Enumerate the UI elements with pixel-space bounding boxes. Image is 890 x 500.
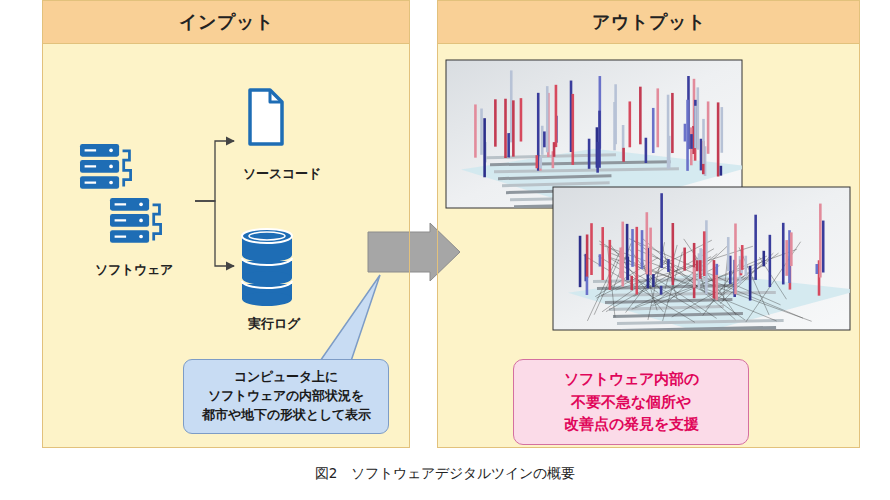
source-node: ソースコード bbox=[235, 85, 329, 183]
note-box: ソフトウェア内部の 不要不急な個所や 改善点の発見を支援 bbox=[513, 359, 749, 445]
connectors bbox=[195, 141, 460, 281]
node-text: コンピュータ上に ソフトウェアの内部状況を 都市や地下の形状として表示 bbox=[192, 368, 380, 424]
software-node: ソフトウェア bbox=[73, 137, 195, 279]
screenshot bbox=[553, 187, 860, 333]
server-icon bbox=[110, 198, 161, 243]
illustration bbox=[80, 60, 860, 364]
panel-heading: アウトプット bbox=[438, 1, 859, 44]
callout-tail bbox=[318, 275, 380, 364]
database-icon bbox=[242, 229, 292, 306]
server-icon bbox=[80, 144, 131, 189]
input-panel: インプットソフトウェア ソースコード実行ログコンピュータ上に ソフトウェアの内部状… bbox=[42, 0, 410, 448]
panel-heading: インプット bbox=[43, 1, 409, 44]
output-panel: アウトプットソフトウェア内部の 不要不急な個所や 改善点の発見を支援 bbox=[437, 0, 860, 448]
panel-grounds bbox=[42, 0, 860, 448]
flow-arrow bbox=[368, 223, 460, 281]
node-text: ソフトウェア bbox=[95, 261, 173, 279]
panel-ground bbox=[437, 0, 860, 448]
screenshot-frame bbox=[553, 187, 850, 330]
node-text: 実行ログ bbox=[248, 315, 300, 333]
callout-box: コンピュータ上に ソフトウェアの内部状況を 都市や地下の形状として表示 bbox=[183, 359, 389, 434]
document-icon bbox=[250, 90, 282, 144]
figure-caption: 図2 ソフトウェアデジタルツインの概要 bbox=[0, 465, 890, 483]
city-view bbox=[568, 193, 850, 330]
node-text: ソフトウェア内部の 不要不急な個所や 改善点の発見を支援 bbox=[522, 368, 740, 436]
log-node: 実行ログ bbox=[235, 227, 313, 333]
panel-ground bbox=[42, 0, 410, 448]
branch-arrow bbox=[195, 201, 234, 266]
branch-arrow bbox=[195, 141, 234, 201]
node-text: ソースコード bbox=[243, 165, 321, 183]
